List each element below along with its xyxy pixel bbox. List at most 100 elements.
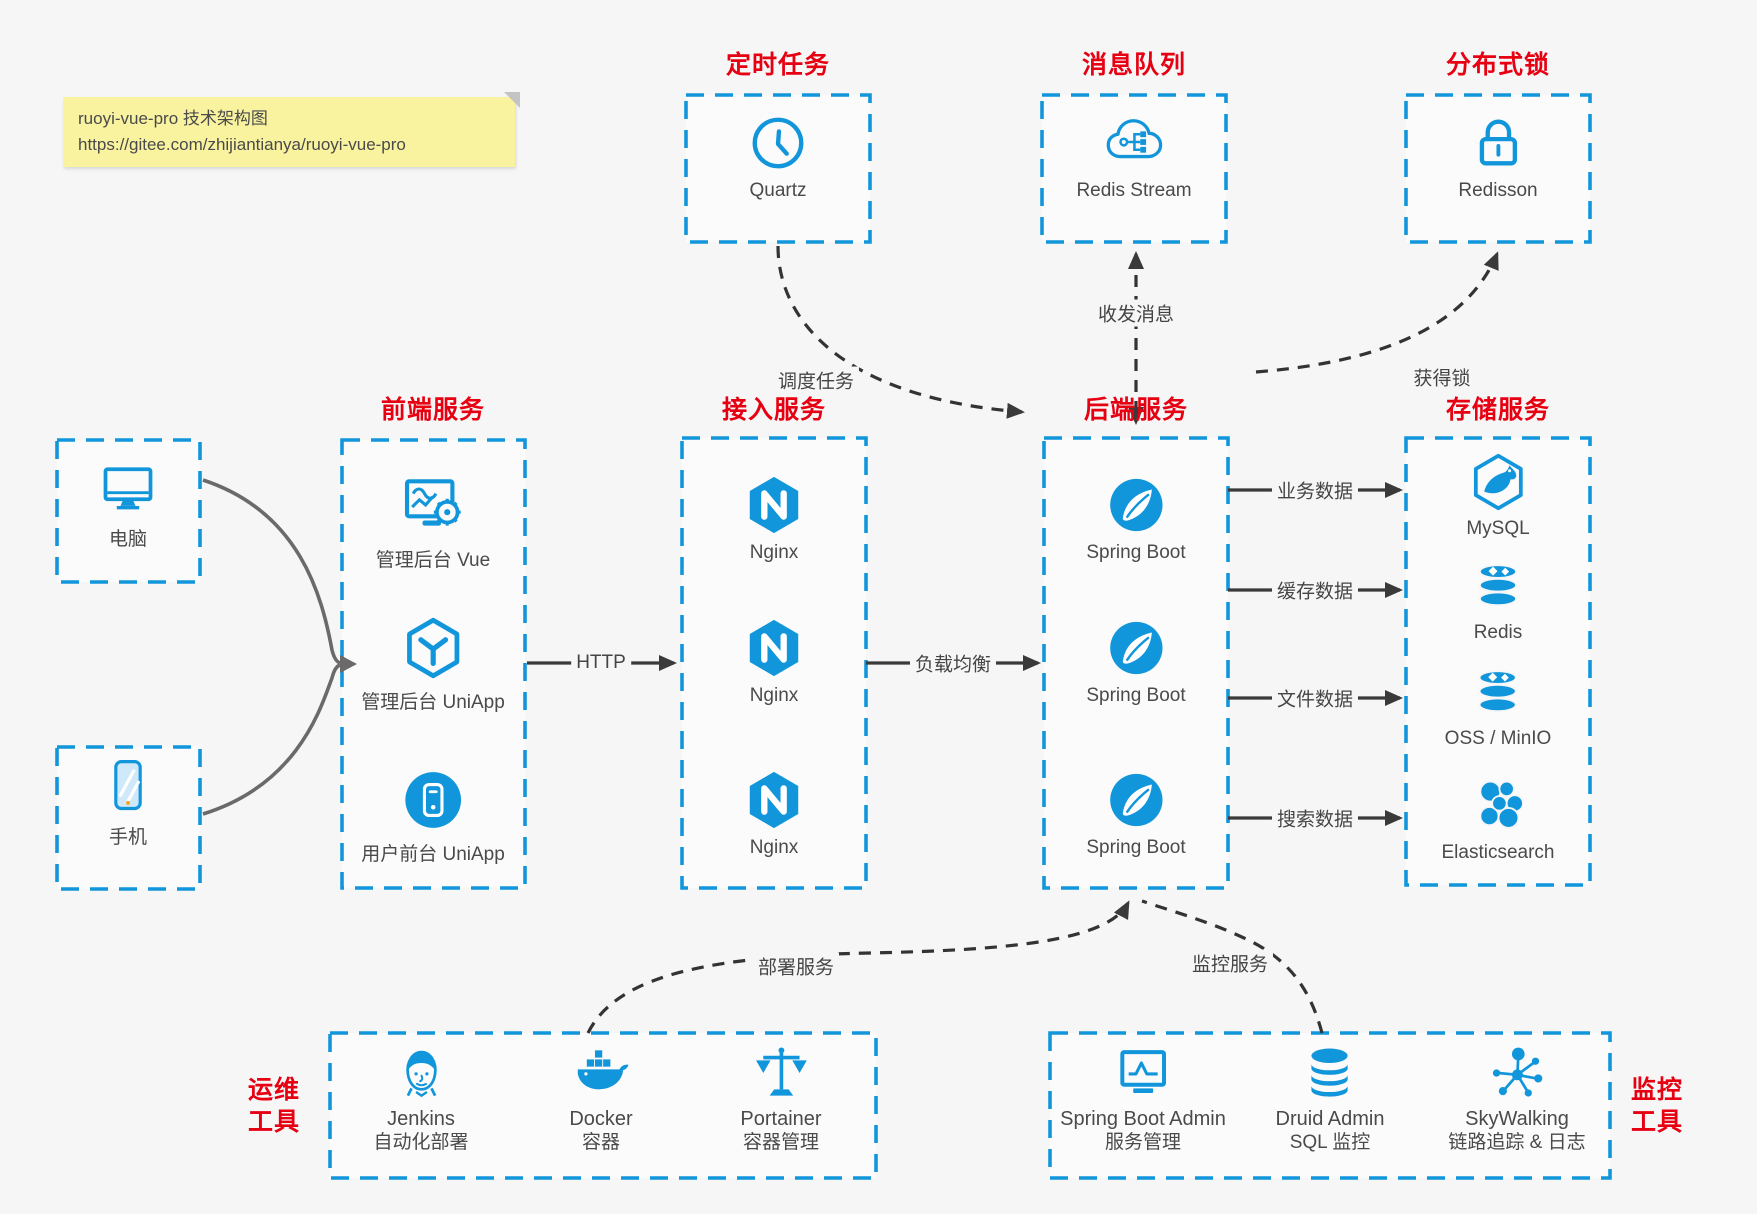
node-label-redis: Redis — [1473, 622, 1523, 643]
tool-name-docker: Docker — [569, 1108, 633, 1130]
tool-spring-boot-admin: Spring Boot Admin 服务管理 — [1060, 1044, 1226, 1155]
tool-desc-skywalking: 链路追踪 & 日志 — [1448, 1132, 1586, 1153]
computer-box — [55, 438, 202, 584]
edge-label-schedule: 调度任务 — [772, 366, 860, 394]
uniapp-cube-icon — [406, 617, 460, 679]
device-arrowhead — [340, 655, 357, 673]
node-nginx-1: Nginx — [743, 474, 805, 564]
node-label-nginx-2: Nginx — [749, 685, 799, 706]
edge-label-load-balance: 负载均衡 — [909, 649, 997, 677]
elasticsearch-icon — [1478, 780, 1524, 829]
edge-phone-frontend — [202, 663, 341, 816]
node-spring-2: Spring Boot — [1086, 617, 1186, 707]
node-label-elasticsearch: Elasticsearch — [1441, 842, 1555, 863]
node-spring-1: Spring Boot — [1086, 474, 1186, 564]
tool-name-jenkins: Jenkins — [387, 1108, 455, 1130]
node-label-redis-stream: Redis Stream — [1076, 180, 1192, 201]
title-frontend: 前端服务 — [380, 396, 486, 424]
sticky-note: ruoyi-vue-pro 技术架构图 https://gitee.com/zh… — [63, 92, 520, 167]
node-nginx-3: Nginx — [743, 769, 805, 859]
tool-name-portainer: Portainer — [740, 1108, 822, 1130]
nginx-icon — [743, 474, 805, 536]
cloud-network-icon — [1106, 119, 1162, 159]
jenkins-icon — [405, 1050, 437, 1098]
edge-label-file-data: 文件数据 — [1271, 684, 1359, 712]
node-admin-vue: 管理后台 Vue — [376, 473, 490, 572]
redis-stack-icon — [1469, 558, 1527, 616]
admin-monitor-icon — [1120, 1050, 1166, 1093]
node-label-nginx-1: Nginx — [749, 542, 799, 563]
tool-portainer: Portainer 容器管理 — [740, 1044, 822, 1155]
database-icon — [1311, 1048, 1349, 1097]
spring-boot-icon — [1105, 474, 1167, 536]
node-redisson: Redisson — [1458, 112, 1538, 202]
node-label-computer: 电脑 — [108, 529, 147, 550]
nginx-icon — [743, 617, 805, 679]
tool-desc-portainer: 容器管理 — [742, 1132, 819, 1153]
portainer-icon — [755, 1047, 807, 1096]
edge-acquire-lock — [1255, 251, 1499, 374]
node-phone: 手机 — [98, 756, 158, 849]
title-storage: 存储服务 — [1445, 396, 1551, 424]
tool-name-sba: Spring Boot Admin — [1060, 1108, 1226, 1130]
node-user-uniapp: 用户前台 UniApp — [361, 767, 505, 866]
node-spring-3: Spring Boot — [1086, 769, 1186, 859]
title-ops: 运维 工具 — [247, 1076, 301, 1136]
edge-label-message: 收发消息 — [1092, 299, 1180, 327]
node-label-admin-uniapp: 管理后台 UniApp — [361, 692, 505, 713]
title-backend: 后端服务 — [1083, 396, 1189, 424]
note-url: https://gitee.com/zhijiantianya/ruoyi-vu… — [78, 135, 406, 154]
node-label-spring-3: Spring Boot — [1086, 837, 1186, 858]
title-access: 接入服务 — [721, 396, 827, 424]
title-mq: 消息队列 — [1081, 51, 1187, 79]
edge-deploy — [586, 900, 1130, 1034]
node-oss: OSS / MinIO — [1445, 664, 1551, 750]
title-dlock: 分布式锁 — [1445, 51, 1551, 79]
node-mysql: MySQL — [1466, 452, 1530, 540]
tool-docker: Docker 容器 — [569, 1044, 633, 1155]
edge-monitor — [1141, 899, 1324, 1034]
admin-vue-icon — [405, 479, 461, 526]
node-computer: 电脑 — [98, 458, 158, 551]
edge-label-acquire-lock: 获得锁 — [1408, 363, 1476, 391]
node-admin-uniapp: 管理后台 UniApp — [361, 615, 505, 714]
tool-jenkins: Jenkins 自动化部署 — [373, 1044, 469, 1155]
edge-label-search-data: 搜索数据 — [1271, 804, 1359, 832]
node-label-phone: 手机 — [108, 827, 147, 848]
tool-name-druid: Druid Admin — [1275, 1108, 1385, 1130]
node-label-mysql: MySQL — [1466, 518, 1530, 539]
spring-boot-icon — [1105, 617, 1167, 679]
monitor-icon — [103, 467, 153, 510]
node-quartz: Quartz — [747, 112, 809, 202]
tool-desc-sba: 服务管理 — [1104, 1132, 1181, 1153]
tool-desc-jenkins: 自动化部署 — [373, 1132, 469, 1153]
node-redis: Redis — [1469, 558, 1527, 644]
note-title: ruoyi-vue-pro 技术架构图 — [78, 109, 268, 128]
edge-label-http: HTTP — [571, 652, 631, 674]
tool-desc-docker: 容器 — [581, 1132, 621, 1153]
docker-icon — [577, 1050, 629, 1090]
spring-boot-icon — [1105, 769, 1167, 831]
nginx-icon — [743, 769, 805, 831]
skywalking-icon — [1492, 1047, 1542, 1097]
node-label-user-uniapp: 用户前台 UniApp — [361, 844, 505, 865]
title-monitor: 监控 工具 — [1630, 1076, 1684, 1136]
edge-label-cache-data: 缓存数据 — [1271, 576, 1359, 604]
node-label-nginx-3: Nginx — [749, 837, 799, 858]
tool-desc-druid: SQL 监控 — [1289, 1132, 1371, 1153]
smartphone-icon — [114, 760, 142, 811]
node-nginx-2: Nginx — [743, 617, 805, 707]
note-fold-corner — [504, 92, 520, 108]
node-label-redisson: Redisson — [1458, 180, 1538, 201]
dlock-box — [1404, 93, 1592, 244]
clock-icon — [752, 117, 804, 169]
node-label-spring-2: Spring Boot — [1086, 685, 1186, 706]
edge-label-monitor: 监控服务 — [1186, 949, 1274, 977]
mysql-icon — [1473, 453, 1523, 511]
oss-stack-icon — [1469, 664, 1527, 722]
tool-druid-admin: Druid Admin SQL 监控 — [1275, 1044, 1385, 1155]
tool-skywalking: SkyWalking 链路追踪 & 日志 — [1448, 1044, 1586, 1155]
lock-icon — [1479, 119, 1517, 166]
edge-label-deploy: 部署服务 — [752, 952, 840, 980]
node-redis-stream: Redis Stream — [1076, 112, 1192, 202]
